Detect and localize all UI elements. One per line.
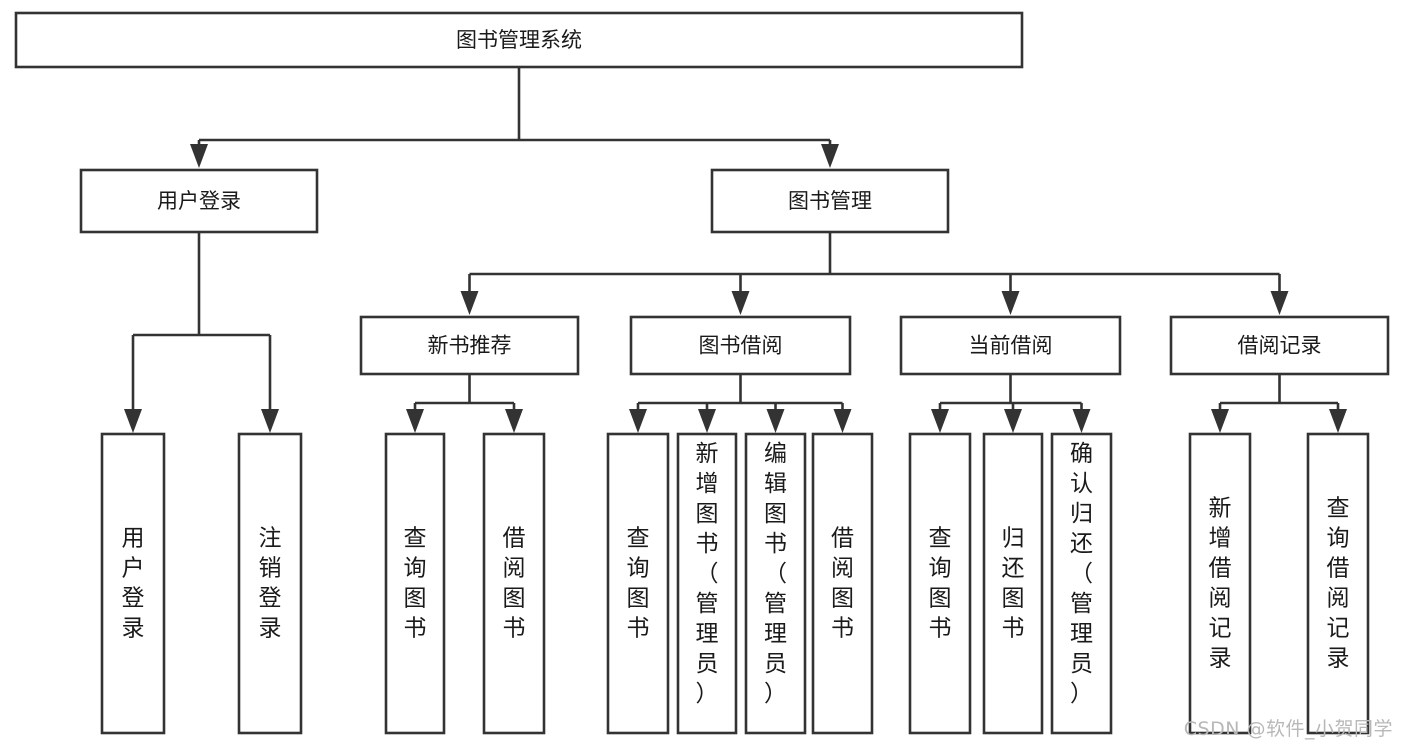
leaf-node-rect bbox=[908, 432, 972, 735]
leaf-node-rect bbox=[1050, 432, 1113, 735]
level3-node-label: 借阅记录 bbox=[1238, 334, 1322, 358]
level2-node-rect bbox=[710, 168, 950, 234]
leaf-node-rect bbox=[237, 432, 303, 735]
leaf-node[interactable]: 用户登录 bbox=[100, 432, 166, 735]
leaf-node-rect bbox=[384, 432, 446, 735]
leaf-node-rect bbox=[744, 432, 807, 735]
leaf-node-label: 确认归还（管理员） bbox=[1070, 441, 1093, 707]
leaf-node-label: 用户登录 bbox=[122, 525, 145, 641]
leaf-node[interactable]: 借阅图书 bbox=[482, 432, 546, 735]
level3-node-rect bbox=[899, 315, 1122, 376]
leaf-node-rect bbox=[100, 432, 166, 735]
csdn-watermark: CSDN @软件_小贺同学 bbox=[1183, 718, 1393, 740]
leaf-node[interactable]: 编辑图书（管理员） bbox=[744, 432, 807, 735]
root-node-rect bbox=[14, 11, 1024, 69]
level3-node[interactable]: 图书借阅 bbox=[629, 315, 852, 376]
root-node-label: 图书管理系统 bbox=[456, 28, 582, 52]
arrowhead-icon bbox=[931, 409, 949, 433]
leaf-node[interactable]: 新增借阅记录 bbox=[1188, 432, 1252, 735]
leaf-node-rect bbox=[1306, 432, 1370, 735]
level2-node-rect bbox=[79, 168, 319, 234]
level3-node[interactable]: 新书推荐 bbox=[359, 315, 580, 376]
leaf-node[interactable]: 查询图书 bbox=[606, 432, 670, 735]
arrowhead-icon bbox=[731, 291, 750, 315]
leaf-node-rect bbox=[606, 432, 670, 735]
leaf-node-rect bbox=[676, 432, 738, 735]
level2-node-label: 用户登录 bbox=[157, 189, 241, 213]
arrowhead-icon bbox=[1329, 409, 1347, 433]
leaf-node[interactable]: 新增图书（管理员） bbox=[676, 432, 738, 735]
arrowhead-icon bbox=[629, 409, 647, 433]
arrowhead-icon bbox=[1270, 291, 1289, 315]
arrowhead-icon bbox=[1211, 409, 1229, 433]
leaf-node-label: 新增图书（管理员） bbox=[696, 441, 719, 707]
level2-node[interactable]: 用户登录 bbox=[79, 168, 319, 234]
leaf-node[interactable]: 借阅图书 bbox=[811, 432, 874, 735]
level2-node-label: 图书管理 bbox=[788, 189, 872, 213]
level3-node-rect bbox=[1169, 315, 1390, 376]
arrowhead-icon bbox=[124, 409, 142, 433]
leaf-node-rect bbox=[811, 432, 874, 735]
arrowhead-icon bbox=[505, 409, 523, 433]
leaf-node-label: 查询图书 bbox=[404, 525, 427, 641]
leaf-node-rect bbox=[1188, 432, 1252, 735]
leaf-node-label: 查询图书 bbox=[627, 525, 650, 641]
leaf-node[interactable]: 查询借阅记录 bbox=[1306, 432, 1370, 735]
arrowhead-icon bbox=[406, 409, 424, 433]
root-node[interactable]: 图书管理系统 bbox=[14, 11, 1024, 69]
level3-node[interactable]: 借阅记录 bbox=[1169, 315, 1390, 376]
arrowhead-icon bbox=[1004, 409, 1022, 433]
arrowhead-icon bbox=[190, 144, 208, 168]
level3-node-rect bbox=[359, 315, 580, 376]
arrowhead-icon bbox=[261, 409, 279, 433]
leaf-node-rect bbox=[982, 432, 1044, 735]
arrowhead-icon bbox=[1001, 291, 1020, 315]
arrowhead-icon bbox=[460, 291, 479, 315]
level3-node-label: 新书推荐 bbox=[428, 334, 512, 358]
arrowhead-icon bbox=[1072, 409, 1091, 433]
leaf-node[interactable]: 查询图书 bbox=[384, 432, 446, 735]
level2-node[interactable]: 图书管理 bbox=[710, 168, 950, 234]
leaf-node[interactable]: 注销登录 bbox=[237, 432, 303, 735]
level3-node-label: 图书借阅 bbox=[699, 334, 783, 358]
leaf-node-label: 查询图书 bbox=[929, 525, 952, 641]
leaf-node-label: 查询借阅记录 bbox=[1327, 495, 1350, 671]
edges-layer bbox=[124, 67, 1347, 433]
leaf-node-label: 编辑图书（管理员） bbox=[764, 441, 787, 707]
leaf-node[interactable]: 查询图书 bbox=[908, 432, 972, 735]
leaf-node-label: 归还图书 bbox=[1002, 525, 1025, 641]
leaf-node-label: 借阅图书 bbox=[831, 525, 854, 641]
arrowhead-icon bbox=[821, 144, 839, 168]
leaf-node[interactable]: 归还图书 bbox=[982, 432, 1044, 735]
level3-node[interactable]: 当前借阅 bbox=[899, 315, 1122, 376]
leaf-node[interactable]: 确认归还（管理员） bbox=[1050, 432, 1113, 735]
nodes-layer: 图书管理系统用户登录图书管理新书推荐图书借阅当前借阅借阅记录用户登录注销登录查询… bbox=[14, 11, 1390, 735]
level3-node-label: 当前借阅 bbox=[969, 334, 1053, 358]
leaf-node-label: 注销登录 bbox=[259, 525, 282, 641]
leaf-node-label: 新增借阅记录 bbox=[1209, 495, 1232, 671]
leaf-node-label: 借阅图书 bbox=[503, 525, 526, 641]
level3-node-rect bbox=[629, 315, 852, 376]
leaf-node-rect bbox=[482, 432, 546, 735]
arrowhead-icon bbox=[766, 409, 785, 433]
arrowhead-icon bbox=[833, 409, 852, 433]
arrowhead-icon bbox=[698, 409, 716, 433]
